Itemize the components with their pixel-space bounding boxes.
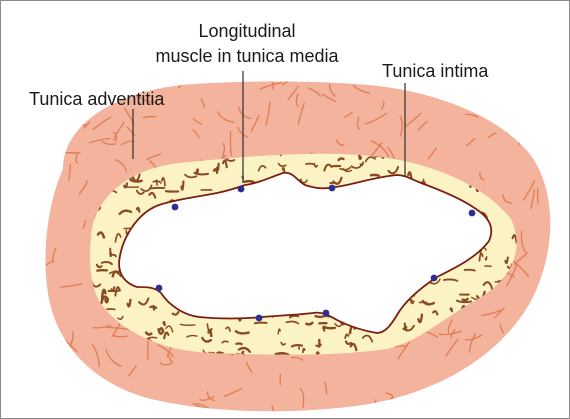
adventitia-fiber [48, 121, 49, 134]
tunica-intima-label: Tunica intima [382, 61, 489, 81]
nucleus-dot [431, 275, 438, 282]
tunica-adventitia-label: Tunica adventitia [29, 89, 165, 109]
adventitia-fiber [504, 88, 525, 90]
adventitia-fiber [109, 411, 117, 416]
adventitia-fiber [546, 78, 550, 87]
adventitia-fiber [410, 395, 425, 400]
nucleus-dot [238, 186, 245, 193]
adventitia-fiber [511, 352, 513, 361]
nucleus-dot [172, 204, 179, 211]
muscle-bundle [151, 188, 164, 189]
muscle-bundle [236, 344, 241, 345]
adventitia-fiber [531, 107, 544, 111]
muscle-bundle [465, 270, 475, 271]
adventitia-fiber [527, 112, 542, 117]
longitudinal-muscle-label-line2: muscle in tunica media [155, 46, 339, 66]
adventitia-fiber [488, 353, 497, 355]
muscle-bundle [255, 323, 266, 324]
muscle-bundle [306, 164, 314, 165]
adventitia-fiber [507, 116, 517, 133]
adventitia-fiber [551, 223, 557, 245]
adventitia-fiber [541, 79, 543, 94]
muscle-bundle [181, 324, 195, 325]
adventitia-fiber [529, 396, 544, 412]
adventitia-fiber [484, 360, 495, 369]
nucleus-dot [329, 185, 336, 192]
nucleus-dot [156, 285, 163, 292]
adventitia-fiber [87, 81, 95, 88]
adventitia-fiber [542, 333, 555, 352]
nucleus-dot [256, 315, 263, 322]
adventitia-fiber [560, 81, 566, 86]
longitudinal-muscle-label-line1: Longitudinal [198, 21, 295, 41]
muscle-bundle [197, 170, 198, 173]
muscle-bundle [97, 270, 107, 271]
adventitia-fiber [543, 352, 560, 367]
muscle-bundle [323, 327, 324, 331]
adventitia-fiber [127, 76, 144, 81]
adventitia-fiber [409, 81, 420, 85]
adventitia-fiber [468, 383, 484, 397]
adventitia-fiber [31, 185, 42, 192]
adventitia-fiber [313, 411, 325, 415]
adventitia-fiber [533, 353, 547, 357]
muscle-bundle [500, 345, 513, 348]
adventitia-fiber [546, 167, 553, 173]
adventitia-fiber [106, 81, 127, 83]
adventitia-fiber [44, 200, 48, 217]
adventitia-fiber [39, 241, 42, 255]
adventitia-fiber [525, 339, 527, 353]
nucleus-dot [323, 310, 330, 317]
adventitia-fiber [519, 134, 520, 145]
adventitia-fiber [530, 128, 540, 136]
adventitia-fiber [550, 291, 559, 299]
adventitia-fiber [410, 408, 419, 418]
adventitia-fiber [550, 233, 556, 254]
adventitia-fiber [551, 303, 557, 312]
muscle-bundle [371, 175, 379, 176]
adventitia-fiber [437, 393, 445, 398]
muscle-bundle [229, 160, 234, 161]
adventitia-fiber [182, 407, 195, 415]
muscle-bundle [325, 327, 335, 328]
muscle-bundle [163, 322, 164, 325]
adventitia-fiber [306, 417, 308, 418]
adventitia-fiber [453, 81, 459, 101]
nucleus-dot [469, 210, 476, 217]
muscle-bundle [463, 299, 468, 300]
muscle-bundle [359, 155, 360, 159]
adventitia-fiber [444, 410, 446, 418]
